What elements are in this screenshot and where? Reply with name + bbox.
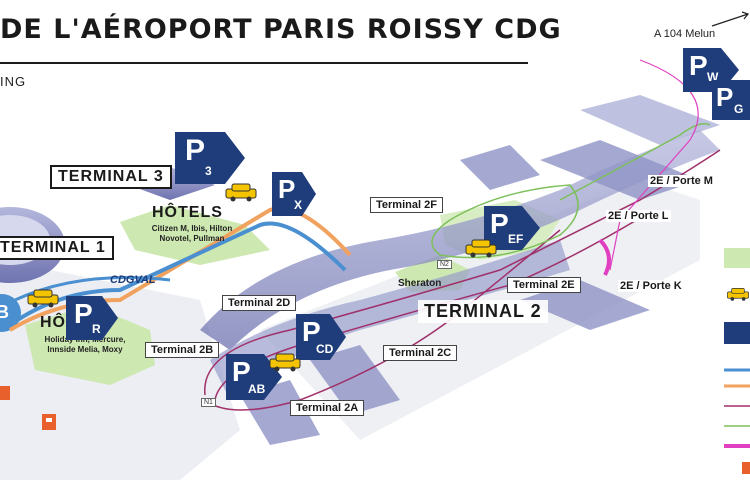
- terminal-2f-label[interactable]: Terminal 2F: [370, 197, 443, 213]
- legend-parking-swatch: [724, 322, 750, 344]
- terminal-2-lower-ribbon: [210, 240, 570, 400]
- gate-porte-m-label[interactable]: 2E / Porte M: [648, 175, 715, 187]
- blue-line: [8, 221, 347, 327]
- magenta-line: [609, 59, 699, 271]
- terminal-2b-label[interactable]: Terminal 2B: [145, 342, 220, 358]
- magenta-connector: [598, 238, 611, 276]
- road-n1-label: N1: [201, 398, 216, 407]
- green-zone-hotels-north: [120, 205, 270, 265]
- parking-pef-icon[interactable]: P EF: [484, 206, 540, 255]
- sheraton-label: Sheraton: [398, 278, 442, 289]
- station-badge: B: [0, 302, 9, 322]
- subtitle: ING: [0, 74, 27, 89]
- terminal-2c-label[interactable]: Terminal 2C: [383, 345, 458, 361]
- route-arrow: [711, 13, 749, 27]
- taxi-icon: [225, 183, 257, 202]
- cdgval-label: CDGVAL: [110, 274, 156, 286]
- green-loop: [431, 184, 579, 259]
- terminal-3-label[interactable]: TERMINAL 3: [50, 165, 172, 189]
- green-line: [559, 123, 711, 201]
- legend-taxi-icon: [727, 288, 749, 301]
- taxi-icon: [27, 289, 59, 308]
- parking-pcd-icon[interactable]: P CD: [296, 314, 346, 365]
- parking-pg-icon[interactable]: P G: [712, 80, 750, 125]
- green-zone-hotels-south: [25, 305, 155, 385]
- parking-pr-icon[interactable]: P R: [66, 296, 118, 345]
- parking-px-icon[interactable]: P X: [272, 172, 316, 221]
- parking-pab-icon[interactable]: P AB: [226, 354, 282, 405]
- gate-porte-k-label[interactable]: 2E / Porte K: [618, 280, 684, 292]
- terminal-2-ribbon: [200, 130, 720, 350]
- hotels-north-list: Citizen M, Ibis, Hilton Novotel, Pullman: [151, 224, 233, 243]
- taxi-icon: [269, 353, 301, 372]
- fuel-icon: [0, 386, 10, 400]
- legend-fuel-icon: [742, 462, 750, 474]
- page-title: DE L'AÉROPORT PARIS ROISSY CDG: [0, 14, 562, 45]
- terminal-2e-label[interactable]: Terminal 2E: [507, 277, 581, 293]
- terminal-1-label[interactable]: TERMINAL 1: [0, 236, 114, 260]
- legend-green-zone-swatch: [724, 248, 750, 268]
- purple-loop: [204, 149, 721, 396]
- hotels-north-title: HÔTELS: [152, 204, 223, 221]
- taxi-icon: [465, 239, 497, 258]
- road-n2-label: N2: [437, 260, 452, 269]
- parking-p3-icon[interactable]: P 3: [175, 132, 245, 189]
- title-rule: [0, 62, 528, 64]
- terminal-2d-label[interactable]: Terminal 2D: [222, 295, 297, 311]
- terminal-2a-label[interactable]: Terminal 2A: [290, 400, 365, 416]
- route-a104-label: A 104 Melun: [654, 28, 716, 40]
- gate-porte-l-label[interactable]: 2E / Porte L: [606, 210, 671, 222]
- cdgval-line: [14, 276, 171, 302]
- terminal-2-label[interactable]: TERMINAL 2: [418, 300, 548, 323]
